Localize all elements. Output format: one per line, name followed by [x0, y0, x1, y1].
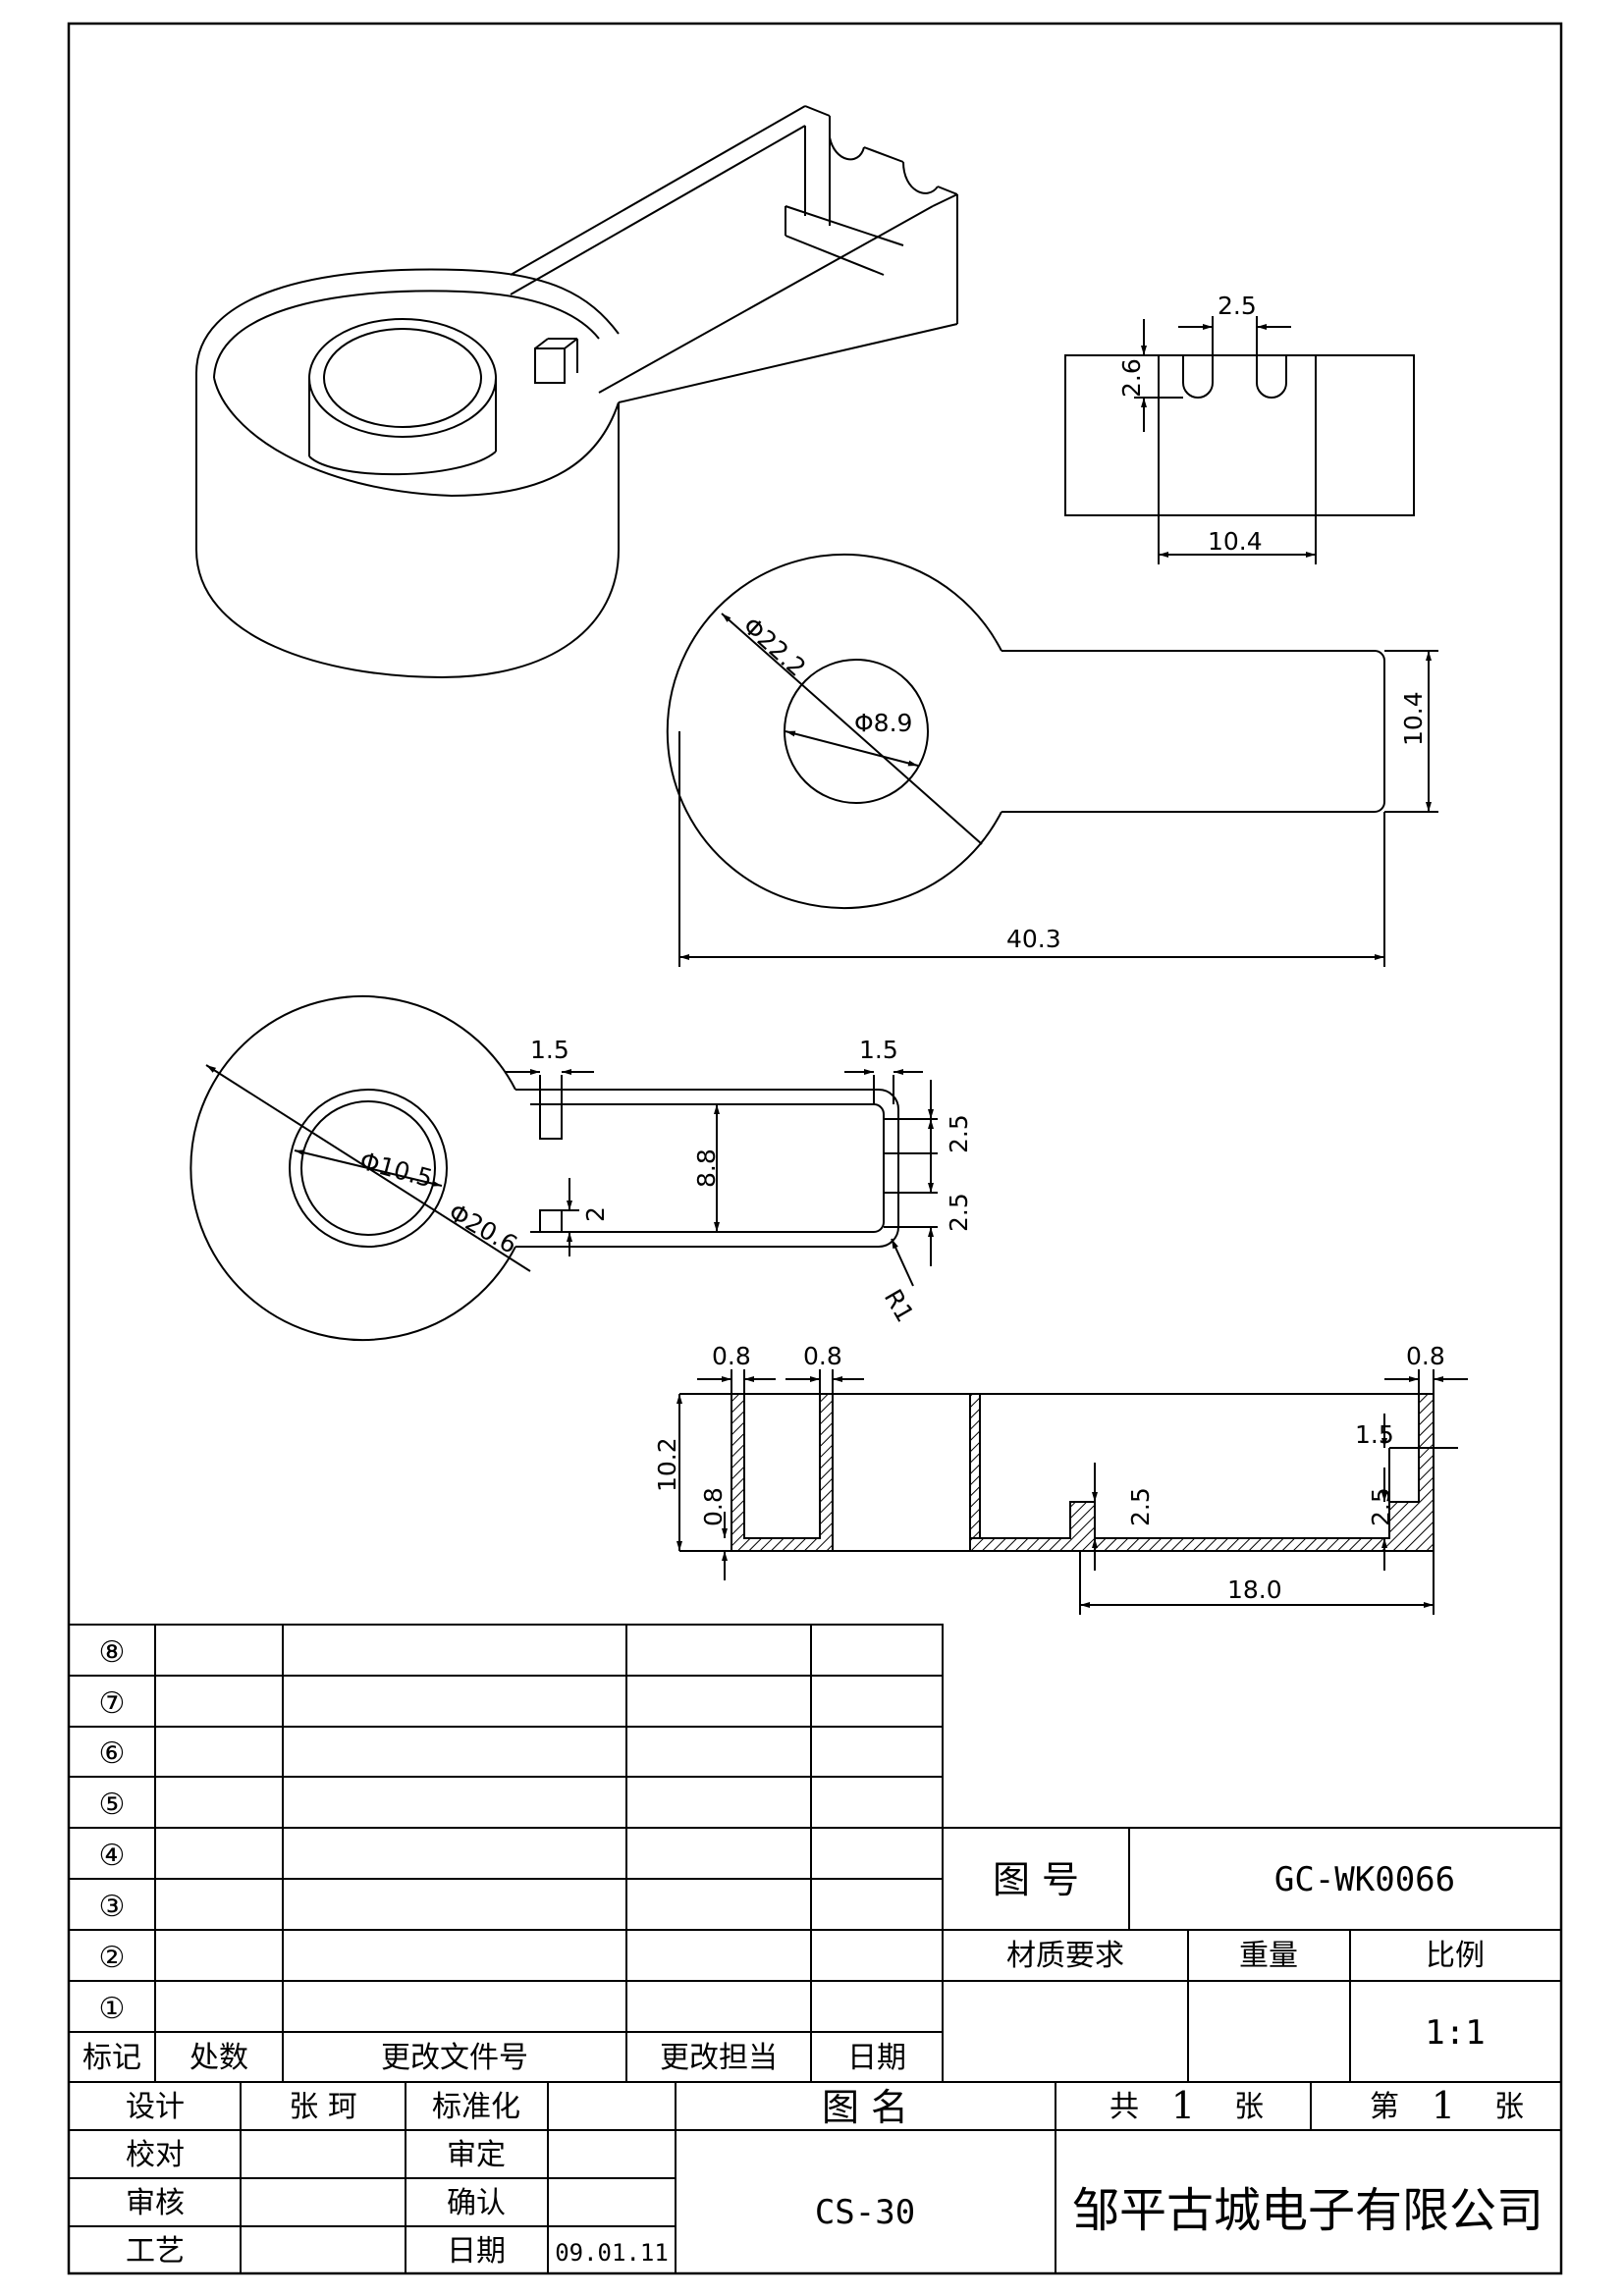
standard-label: 标准化 — [432, 2090, 520, 2124]
sheet-number: 1 — [1432, 2084, 1455, 2127]
total-sheets: 1 — [1171, 2084, 1195, 2127]
row-marker-7: ⑦ — [99, 1686, 126, 1721]
row-marker-3: ③ — [99, 1890, 126, 1924]
process-label: 工艺 — [126, 2234, 185, 2269]
date-value: 09.01.11 — [555, 2239, 669, 2267]
dim-wall-2: 0.8 — [803, 1342, 842, 1370]
header-mark: 标记 — [82, 2041, 141, 2075]
design-label: 设计 — [126, 2090, 185, 2124]
dim-slot-pitch-1: 2.5 — [945, 1114, 973, 1153]
section-view — [677, 1369, 1468, 1615]
dim-wall-1: 0.8 — [712, 1342, 751, 1370]
part-name: CS-30 — [815, 2193, 915, 2232]
dim-slot-depth: 2.6 — [1117, 358, 1146, 398]
drawing-no-label: 图 号 — [993, 1858, 1079, 1901]
dim-inner-dia: Φ8.9 — [854, 709, 912, 737]
sheet-prefix: 第 — [1370, 2090, 1399, 2124]
dim-arm-width: 10.4 — [1399, 691, 1428, 746]
company-name: 邹平古城电子有限公司 — [1072, 2183, 1543, 2238]
dim-end-height: 2.5 — [1367, 1487, 1395, 1526]
designer-name: 张 珂 — [289, 2090, 357, 2124]
title-block-bottom-text: 设计 张 珂 标准化 校对 审定 审核 确认 工艺 日期 09.01.11 图 … — [126, 2084, 1543, 2269]
dim-side-width: 10.4 — [1208, 527, 1263, 556]
dim-ring-dia: Φ20.6 — [444, 1198, 522, 1259]
top-view — [666, 554, 1438, 967]
dim-arm-length: 18.0 — [1227, 1575, 1282, 1604]
header-responsible: 更改担当 — [660, 2041, 778, 2075]
scale-label: 比例 — [1426, 1939, 1485, 1973]
dim-post-width-left: 1.5 — [530, 1036, 569, 1064]
material-label: 材质要求 — [1006, 1939, 1124, 1973]
dim-inner-width: 8.8 — [692, 1148, 721, 1188]
date-label: 日期 — [447, 2234, 506, 2269]
isometric-view — [195, 105, 958, 679]
dim-post-width-right: 1.5 — [859, 1036, 898, 1064]
review-label: 审定 — [447, 2138, 506, 2172]
title-block-right-text: 图 号 GC-WK0066 材质要求 重量 比例 1:1 — [993, 1858, 1486, 2053]
dim-step-height: 1.5 — [1355, 1420, 1394, 1449]
row-marker-6: ⑥ — [99, 1736, 126, 1771]
total-prefix: 共 — [1110, 2090, 1139, 2124]
dim-wall-3: 0.8 — [1406, 1342, 1445, 1370]
sheet-unit-2: 张 — [1494, 2090, 1524, 2124]
audit-label: 审核 — [126, 2186, 185, 2220]
plan-view — [189, 995, 938, 1341]
dim-floor-thk: 0.8 — [699, 1487, 728, 1526]
scale-value: 1:1 — [1425, 2013, 1485, 2053]
dim-slot-width: 2.5 — [1218, 292, 1257, 320]
row-marker-4: ④ — [99, 1839, 126, 1873]
row-marker-1: ① — [99, 1992, 126, 2026]
sheet-unit: 张 — [1234, 2090, 1264, 2124]
dim-corner-radius: R1 — [879, 1285, 920, 1327]
dim-height: 10.2 — [653, 1437, 681, 1492]
weight-label: 重量 — [1239, 1939, 1298, 1973]
row-marker-8: ⑧ — [99, 1635, 126, 1670]
header-count: 处数 — [189, 2041, 248, 2075]
drawing-no: GC-WK0066 — [1274, 1860, 1455, 1899]
title-block-bottom — [68, 2081, 1562, 2274]
name-label: 图 名 — [822, 2086, 908, 2129]
dim-outer-dia: Φ22.2 — [737, 612, 811, 682]
dim-slot-pitch-2: 2.5 — [945, 1193, 973, 1232]
dim-post-gap: 2 — [581, 1206, 610, 1222]
dim-overall-length: 40.3 — [1006, 925, 1061, 953]
side-view — [1064, 316, 1415, 564]
confirm-label: 确认 — [447, 2186, 506, 2220]
header-doc-no: 更改文件号 — [381, 2041, 528, 2075]
revision-markers: ⑧ ⑦ ⑥ ⑤ ④ ③ ② ① 标记 处数 更改文件号 更改担当 日期 — [82, 1635, 906, 2075]
check-label: 校对 — [126, 2138, 185, 2172]
row-marker-5: ⑤ — [99, 1788, 126, 1822]
revision-table — [68, 1624, 944, 2083]
row-marker-2: ② — [99, 1941, 126, 1975]
dim-tab-height: 2.5 — [1126, 1487, 1155, 1526]
header-date: 日期 — [847, 2041, 906, 2075]
